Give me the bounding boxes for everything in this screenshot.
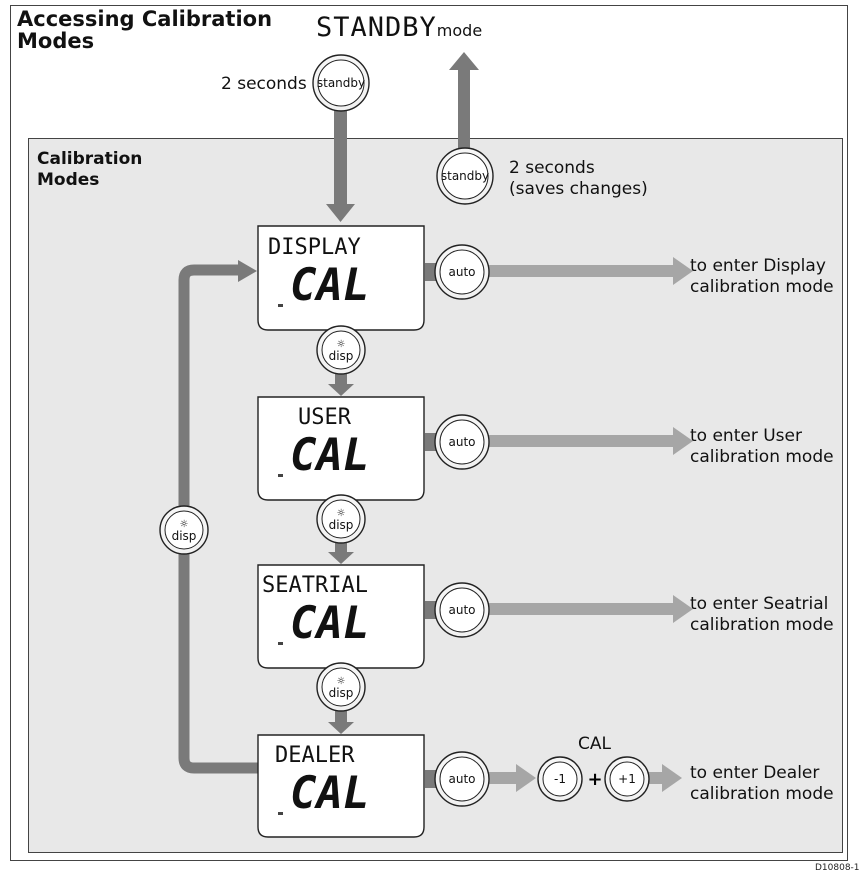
display-desc-line1: to enter Display	[690, 256, 826, 276]
auto-button-dealer[interactable]: auto	[434, 751, 490, 807]
plus-one-label: +1	[618, 772, 636, 786]
disp-button-2[interactable]: ☼ disp	[316, 494, 366, 544]
plus-sign: +	[587, 769, 602, 790]
arrow-display-out	[425, 257, 693, 285]
auto-button-seatrial-label: auto	[448, 603, 475, 617]
calibration-modes-panel	[28, 138, 843, 853]
disp-button-1-label: disp	[329, 349, 354, 363]
lcd-dealer-top: DEALER	[275, 743, 355, 768]
disp-button-3-label: disp	[329, 686, 354, 700]
standby-word: STANDBY	[316, 12, 437, 43]
auto-button-user-label: auto	[448, 435, 475, 449]
auto-button-display-label: auto	[448, 265, 475, 279]
minus-one-label: -1	[554, 772, 566, 786]
lcd-user-top: USER	[298, 405, 352, 430]
user-desc-line2: calibration mode	[690, 447, 834, 467]
seatrial-desc-line1: to enter Seatrial	[690, 594, 829, 614]
lcd-screen-dealer: DEALER CAL	[257, 734, 425, 838]
lcd-screen-display: DISPLAY CAL	[257, 225, 425, 331]
dealer-desc-line2: calibration mode	[690, 784, 834, 804]
auto-button-display[interactable]: auto	[434, 244, 490, 300]
arrow-dealer-out	[425, 764, 682, 792]
arrow-user-out	[425, 427, 693, 455]
lcd-display-cal: CAL	[290, 260, 369, 311]
lcd-screen-user: USER CAL	[257, 396, 425, 501]
auto-button-dealer-label: auto	[448, 772, 475, 786]
lcd-display-top: DISPLAY	[268, 235, 361, 260]
arrow-seatrial-out	[425, 595, 693, 623]
dealer-desc-line1: to enter Dealer	[690, 763, 820, 783]
light-icon: ☼	[337, 508, 346, 519]
right-press-duration: 2 seconds	[509, 158, 595, 178]
saves-changes-note: (saves changes)	[509, 179, 648, 199]
disp-button-3[interactable]: ☼ disp	[316, 662, 366, 712]
lcd-user-cal: CAL	[290, 430, 369, 481]
light-icon: ☼	[337, 676, 346, 687]
top-press-duration: 2 seconds	[221, 74, 307, 94]
lcd-seatrial-cal: CAL	[290, 598, 369, 649]
outer-frame	[10, 5, 848, 861]
standby-button-right[interactable]: standby	[436, 147, 494, 205]
disp-button-loop[interactable]: ☼ disp	[159, 505, 209, 555]
figure-code: D10808-1	[815, 863, 860, 873]
plus-one-button[interactable]: +1	[604, 756, 650, 802]
lcd-seatrial-top: SEATRIAL	[262, 573, 368, 598]
disp-button-2-label: disp	[329, 518, 354, 532]
standby-button-top-label: standby	[317, 76, 365, 90]
lcd-dealer-cal: CAL	[290, 768, 369, 819]
cal-key-label: CAL	[578, 734, 611, 754]
light-icon: ☼	[180, 519, 189, 530]
user-desc-line1: to enter User	[690, 426, 802, 446]
standby-mode-heading: STANDBYmode	[316, 14, 483, 42]
disp-button-1[interactable]: ☼ disp	[316, 325, 366, 375]
auto-button-user[interactable]: auto	[434, 414, 490, 470]
standby-button-top[interactable]: standby	[312, 54, 370, 112]
seatrial-desc-line2: calibration mode	[690, 615, 834, 635]
disp-button-loop-label: disp	[172, 529, 197, 543]
auto-button-seatrial[interactable]: auto	[434, 582, 490, 638]
page-title: Accessing Calibration Modes	[17, 7, 273, 53]
standby-button-right-label: standby	[441, 169, 489, 183]
display-desc-line2: calibration mode	[690, 277, 834, 297]
light-icon: ☼	[337, 339, 346, 350]
standby-mode-label: mode	[436, 21, 483, 40]
arrow-standby-to-display	[326, 98, 355, 222]
arrow-up-to-standby	[449, 52, 479, 154]
minus-one-button[interactable]: -1	[537, 756, 583, 802]
panel-title: Calibration Modes	[37, 149, 143, 190]
lcd-screen-seatrial: SEATRIAL CAL	[257, 564, 425, 669]
